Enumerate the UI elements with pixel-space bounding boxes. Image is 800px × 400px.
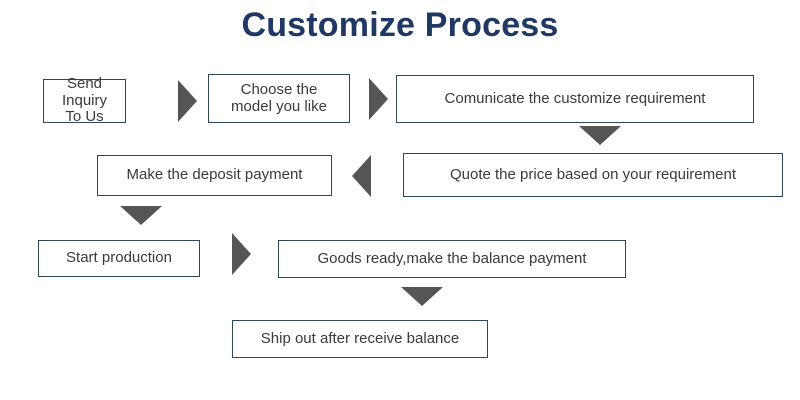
arrow-down-icon-communicate-to-quote (579, 126, 621, 145)
process-step-quote-price: Quote the price based on your requiremen… (403, 153, 783, 197)
process-step-communicate: Comunicate the customize requirement (396, 75, 754, 123)
arrow-down-icon-goods-to-ship (401, 287, 443, 306)
arrow-left-icon-quote-to-deposit (352, 155, 371, 197)
arrow-down-icon-deposit-to-production (120, 206, 162, 225)
process-step-choose-model: Choose the model you like (208, 74, 350, 123)
process-step-goods-ready: Goods ready,make the balance payment (278, 240, 626, 278)
arrow-right-icon-choose-to-communicate (369, 78, 388, 120)
page-title: Customize Process (241, 6, 559, 44)
arrow-right-icon-production-to-goods (232, 233, 251, 275)
arrow-right-icon-send-to-choose (178, 80, 197, 122)
process-step-start-production: Start production (38, 240, 200, 277)
process-step-send-inquiry: Send Inquiry To Us (43, 75, 126, 125)
process-step-ship-out: Ship out after receive balance (232, 320, 488, 358)
process-step-deposit-payment: Make the deposit payment (97, 155, 332, 196)
